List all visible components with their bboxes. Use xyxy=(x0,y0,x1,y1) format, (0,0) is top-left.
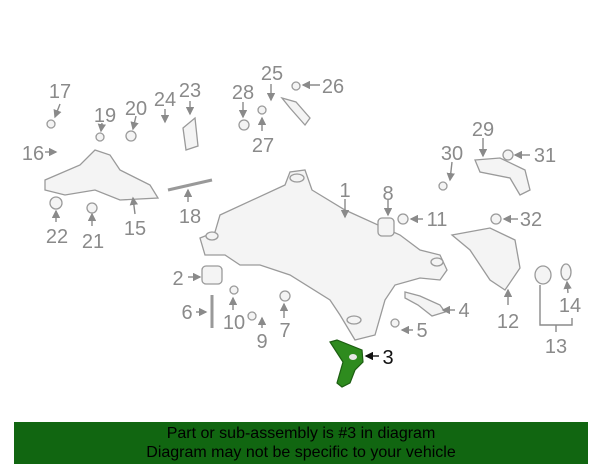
callout-6[interactable]: 6 xyxy=(181,302,192,324)
callout-27[interactable]: 27 xyxy=(252,135,274,157)
callout-19[interactable]: 19 xyxy=(94,105,116,127)
part-14-bushing[interactable] xyxy=(534,263,572,285)
callout-23[interactable]: 23 xyxy=(179,80,201,102)
part-8-bushing[interactable] xyxy=(377,217,395,237)
callout-21[interactable]: 21 xyxy=(82,231,104,253)
callout-4[interactable]: 4 xyxy=(458,300,469,322)
callout-7[interactable]: 7 xyxy=(279,320,290,342)
callout-20[interactable]: 20 xyxy=(125,98,147,120)
part-18-bolt[interactable] xyxy=(167,178,213,192)
callout-31[interactable]: 31 xyxy=(534,145,556,167)
callouts: 1 2 3 4 5 6 7 8 9 10 11 12 13 14 15 16 1… xyxy=(22,63,581,369)
callout-11[interactable]: 11 xyxy=(427,209,448,231)
leader-lines xyxy=(45,80,573,361)
callout-24[interactable]: 24 xyxy=(154,89,176,111)
part-15-control-arm[interactable] xyxy=(44,149,160,201)
callout-26[interactable]: 26 xyxy=(322,76,344,98)
callout-12[interactable]: 12 xyxy=(497,311,519,333)
callout-10[interactable]: 10 xyxy=(223,312,245,334)
parts-diagram: 1 2 3 4 5 6 7 8 9 10 11 12 13 14 15 16 1… xyxy=(22,63,581,388)
callout-28[interactable]: 28 xyxy=(232,82,254,104)
callout-29[interactable]: 29 xyxy=(472,119,494,141)
part-12-knuckle[interactable] xyxy=(450,227,521,291)
callout-15[interactable]: 15 xyxy=(124,218,146,240)
callout-32[interactable]: 32 xyxy=(520,209,542,231)
part-2-bushing[interactable] xyxy=(201,265,223,285)
callout-1[interactable]: 1 xyxy=(339,180,350,202)
callout-8[interactable]: 8 xyxy=(382,183,393,205)
callout-5[interactable]: 5 xyxy=(416,320,427,342)
callout-22[interactable]: 22 xyxy=(46,226,68,248)
info-banner: Part or sub-assembly is #3 in diagram Di… xyxy=(14,422,588,464)
callout-17[interactable]: 17 xyxy=(49,81,71,103)
part-25-link[interactable] xyxy=(280,96,311,127)
callout-16[interactable]: 16 xyxy=(22,143,44,165)
callout-9[interactable]: 9 xyxy=(256,331,267,353)
callout-2[interactable]: 2 xyxy=(172,268,183,290)
banner-disclaimer-line: Diagram may not be specific to your vehi… xyxy=(146,444,456,461)
banner-part-line: Part or sub-assembly is #3 in diagram xyxy=(166,425,436,442)
part-23-link[interactable] xyxy=(182,116,199,151)
callout-13[interactable]: 13 xyxy=(545,336,567,358)
callout-14[interactable]: 14 xyxy=(559,295,581,317)
part-3-bracket-highlighted[interactable] xyxy=(329,339,364,388)
callout-25[interactable]: 25 xyxy=(261,63,283,85)
part-1-subframe[interactable] xyxy=(199,169,448,341)
part-4-bracket[interactable] xyxy=(404,291,447,317)
part-29-arm[interactable] xyxy=(474,157,531,196)
callout-3[interactable]: 3 xyxy=(382,347,393,369)
callout-30[interactable]: 30 xyxy=(441,143,463,165)
callout-18[interactable]: 18 xyxy=(179,206,201,228)
